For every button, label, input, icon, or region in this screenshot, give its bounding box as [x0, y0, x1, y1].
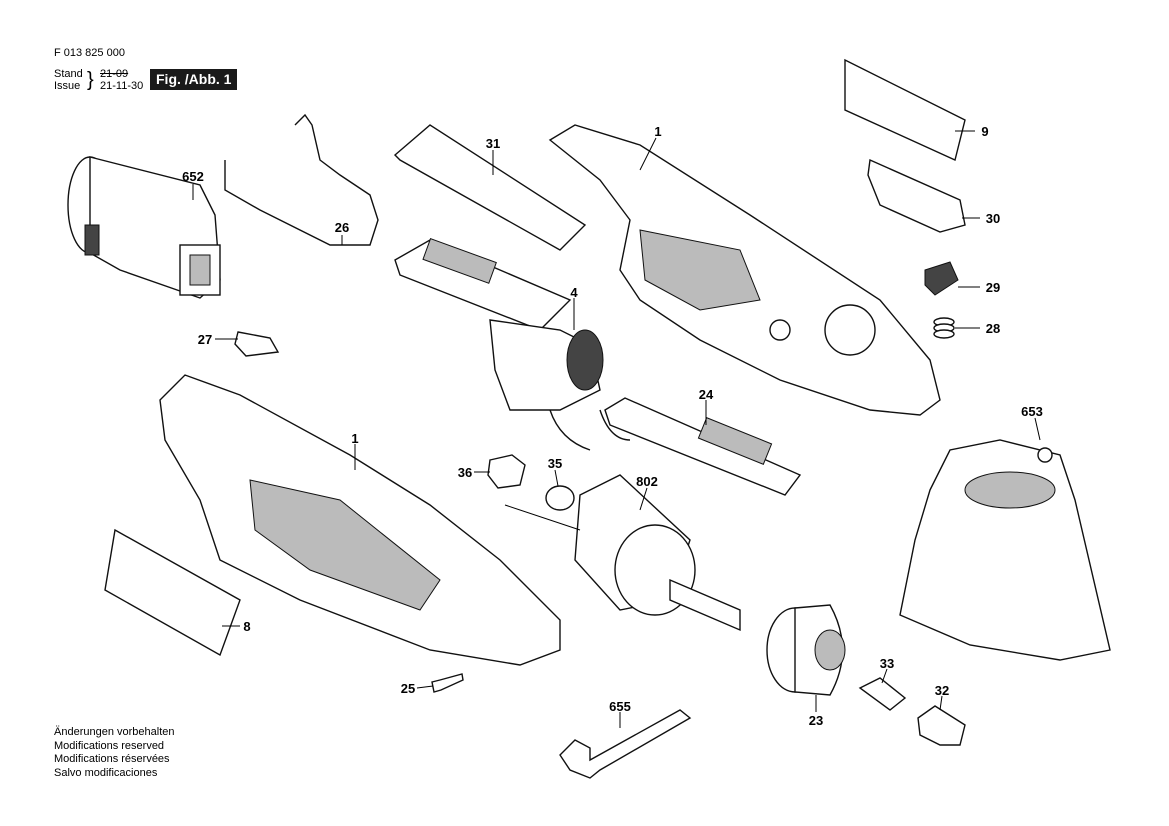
- clip-drawing: [234, 331, 280, 357]
- battery-pack-drawing: [67, 156, 221, 299]
- part-label-25: 25: [401, 681, 415, 696]
- collet-nut-drawing: [917, 705, 966, 746]
- part-label-653: 653: [1021, 404, 1043, 419]
- part-label-35: 35: [548, 456, 562, 471]
- issue-label: Issue: [54, 80, 81, 92]
- note-en: Modifications reserved: [54, 739, 165, 752]
- ring-drawing: [545, 485, 575, 511]
- spring-drawing: [933, 317, 955, 339]
- part-label-24: 24: [699, 387, 714, 402]
- screw-drawing: [431, 673, 464, 693]
- wire-bracket-drawing: [224, 113, 379, 246]
- nose-cap-drawing: [766, 604, 846, 696]
- part-label-28: 28: [986, 321, 1000, 336]
- part-label-1-upper: 1: [654, 124, 661, 139]
- part-label-23: 23: [809, 713, 823, 728]
- issue-date: 21-11-30: [100, 80, 144, 92]
- part-label-32: 32: [935, 683, 949, 698]
- figure-label: Fig. /Abb. 1: [150, 69, 238, 90]
- document-number: F 013 825 000: [54, 47, 125, 59]
- cover-drawing: [393, 124, 587, 251]
- note-fr: Modifications réservées: [54, 753, 170, 765]
- part-label-26: 26: [335, 220, 349, 235]
- part-label-655: 655: [609, 699, 631, 714]
- part-label-1-lower: 1: [351, 431, 358, 446]
- part-label-8: 8: [243, 619, 250, 634]
- label-drawing: [844, 58, 966, 161]
- part-label-9: 9: [981, 124, 988, 139]
- part-label-36: 36: [458, 465, 472, 480]
- note-de: Änderungen vorbehalten: [54, 726, 175, 738]
- part-label-33: 33: [880, 656, 894, 671]
- switch-slide-drawing: [867, 158, 966, 233]
- part-label-31: 31: [486, 136, 500, 151]
- switch-plate-drawing: [604, 397, 802, 496]
- nameplate-drawing: [104, 528, 241, 657]
- brace-icon: }: [87, 69, 94, 91]
- bearing-holder-drawing: [487, 454, 526, 489]
- lock-button-drawing: [924, 261, 959, 296]
- wrench-drawing: [559, 709, 692, 779]
- collet-drawing: [858, 677, 907, 711]
- stand-label: Stand: [54, 68, 83, 80]
- old-date: 21-09: [100, 68, 129, 80]
- motor-drawing: [504, 474, 741, 632]
- leader-lines: [192, 130, 1041, 728]
- part-label-4: 4: [570, 285, 578, 300]
- note-es: Salvo modificaciones: [54, 766, 158, 779]
- part-label-27: 27: [198, 332, 212, 347]
- charger-drawing: [899, 439, 1111, 661]
- part-label-29: 29: [986, 280, 1000, 295]
- part-label-652: 652: [182, 169, 204, 184]
- part-label-802: 802: [636, 474, 658, 489]
- modification-notes: Änderungen vorbehalten Modifications res…: [54, 726, 174, 780]
- electronics-module-drawing: [394, 237, 631, 451]
- part-label-30: 30: [986, 211, 1000, 226]
